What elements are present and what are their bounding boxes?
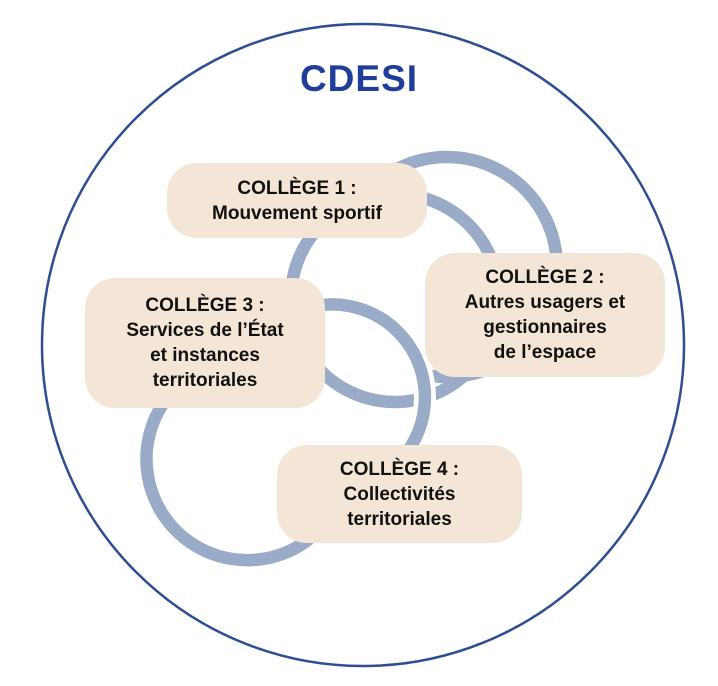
college-4-line: territoriales — [347, 508, 452, 530]
ring-center — [293, 298, 432, 477]
college-4-box: COLLÈGE 4 : Collectivités territoriales — [277, 445, 522, 543]
college-2-line: gestionnaires — [483, 317, 607, 338]
college-3-line: et instances — [150, 345, 260, 366]
college-2-line: Autres usagers et — [464, 292, 626, 313]
college-1-box: COLLÈGE 1 : Mouvement sportif — [167, 163, 427, 238]
college-4-heading: COLLÈGE 4 : — [339, 458, 460, 480]
college-3-box: COLLÈGE 3 : Services de l’État et instan… — [85, 278, 325, 408]
college-2-box: COLLÈGE 2 : Autres usagers et gestionnai… — [425, 253, 665, 377]
college-2-line: de l’espace — [493, 342, 597, 363]
college-3-line: Services de l’État — [126, 320, 284, 341]
outer-circle — [40, 22, 686, 668]
diagram-title: CDESI — [299, 58, 419, 99]
college-4-line: Collectivités — [343, 483, 456, 505]
college-1-line: Mouvement sportif — [212, 202, 382, 224]
college-2-heading: COLLÈGE 2 : — [485, 267, 605, 288]
college-3-line: territoriales — [152, 370, 258, 391]
college-3-heading: COLLÈGE 3 : — [145, 295, 265, 316]
college-1-heading: COLLÈGE 1 : — [237, 177, 357, 199]
